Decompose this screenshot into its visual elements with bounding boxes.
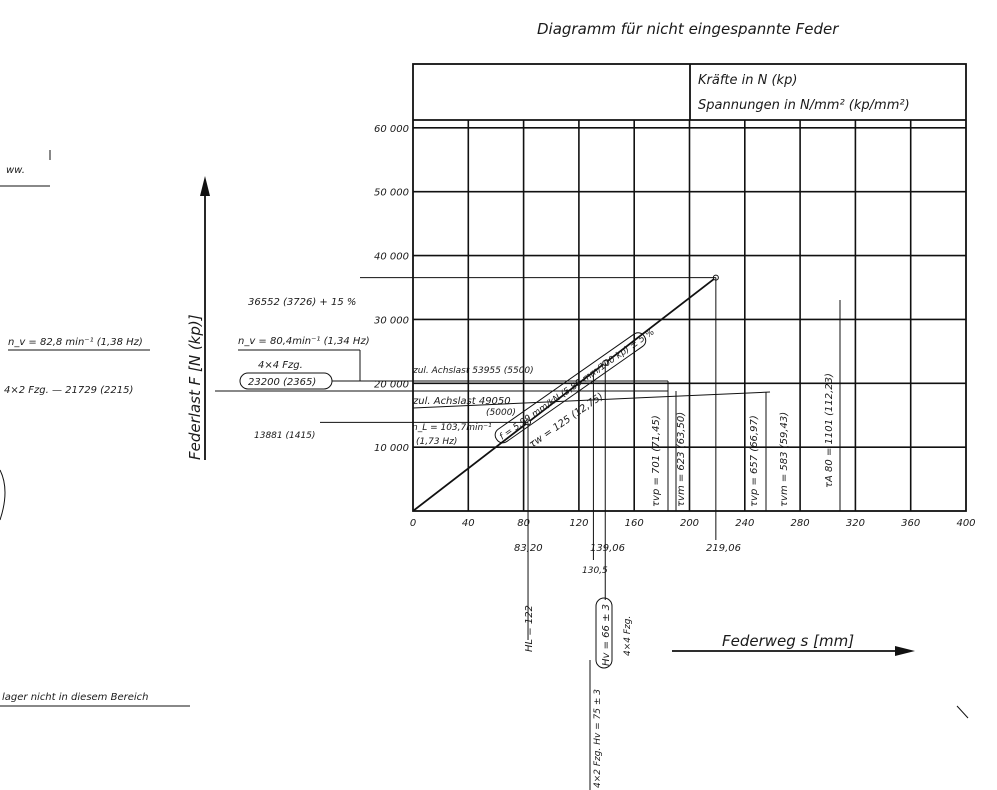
x-tick-label: 200 <box>680 518 699 529</box>
chart-title: Diagramm für nicht eingespannte Feder <box>537 20 839 38</box>
annot-hv-fzg: 4×4 Fzg. <box>623 616 633 656</box>
data-points <box>525 274 719 426</box>
y-axis-arrowhead <box>200 176 210 196</box>
annot-nv-4x2: n_v = 82,8 min⁻¹ (1,38 Hz) <box>8 337 143 348</box>
x-tick-label: 400 <box>956 518 975 529</box>
annot-s-vp2: τvp = 657 (66,97) <box>749 415 760 507</box>
y-tick-label: 10 000 <box>374 443 409 454</box>
annot-s-vm: τvm = 623 (63,50) <box>676 412 687 507</box>
annot-load-low: 13881 (1415) <box>254 431 315 441</box>
legend-line-forces: Kräfte in N (kp) <box>698 73 797 88</box>
annot-rate: f = 5,99 mm/kN (5,88 mm/100 kp) ± 5 % <box>498 327 657 442</box>
y-axis-label: Federlast F [N (kp)] <box>186 314 204 460</box>
annot-hv2: 4×2 Fzg. Hv = 75 ± 3 <box>593 689 603 788</box>
annot-hv: Hv = 66 ± 3 <box>601 604 612 666</box>
grid <box>413 120 966 511</box>
rate-oval <box>494 332 647 444</box>
annot-nl-line1: n_L = 103,7min⁻¹ <box>412 423 492 433</box>
x-axis-label: Federweg s [mm] <box>722 632 854 650</box>
x-tick-label: 360 <box>901 518 920 529</box>
y-tick-label: 60 000 <box>374 124 409 135</box>
annot-achslast2-kp: (5000) <box>486 408 516 418</box>
x-tick-label: 240 <box>735 518 754 529</box>
annot-achslast1: zul. Achslast 53955 (5500) <box>412 366 534 376</box>
annot-load-4x2: 4×2 Fzg. — 21729 (2215) <box>4 385 133 396</box>
x-tick-label: 0 <box>410 518 416 529</box>
x-tick-label: 40 <box>462 518 475 529</box>
x-tick-label: 80 <box>517 518 530 529</box>
y-tick-label: 50 000 <box>374 188 409 199</box>
annot-s-vm2: τvm = 583 (59,43) <box>779 412 790 507</box>
x-axis-arrowhead <box>895 646 915 656</box>
annot-x-139: 139,06 <box>590 543 625 554</box>
y-tick-label: 40 000 <box>374 252 409 263</box>
y-tick-label: 20 000 <box>374 379 409 390</box>
annot-x-130: 130,5 <box>582 566 608 576</box>
annot-fzg-4x4: 4×4 Fzg. <box>258 360 303 371</box>
tick-labels: 0 40 80 120 160 200 240 280 320 360 400 10 000 20 00… <box>374 124 976 529</box>
x-tick-label: 160 <box>625 518 644 529</box>
annot-top-point: 36552 (3726) + 15 % <box>248 297 356 308</box>
y-tick-label: 30 000 <box>374 315 409 326</box>
load-4x4-oval <box>239 372 333 390</box>
stray-mark <box>956 705 969 719</box>
left-fragment-curve <box>0 469 6 521</box>
x-tick-label: 320 <box>846 518 865 529</box>
annot-x-83: 83,20 <box>514 543 543 554</box>
hv-oval <box>595 597 613 669</box>
left-fragment-bottom: lager nicht in diesem Bereich <box>2 692 149 703</box>
annot-s-a80: τA 80 = 1101 (112,23) <box>824 373 835 488</box>
series-line <box>412 276 717 512</box>
annot-x-219: 219,06 <box>706 543 741 554</box>
annot-load-4x4: 23200 (2365) <box>248 377 316 388</box>
annot-s-vp: τvp = 701 (71,45) <box>651 415 662 507</box>
left-fragment-ww: ww. <box>6 165 25 176</box>
x-tick-label: 120 <box>569 518 588 529</box>
annot-nl-line2: (1,73 Hz) <box>416 437 457 447</box>
annot-nv-4x4: n_v = 80,4min⁻¹ (1,34 Hz) <box>238 336 370 347</box>
annot-achslast2: zul. Achslast 49050 <box>412 396 511 407</box>
leader-achslast2 <box>412 391 771 409</box>
legend-line-stresses: Spannungen in N/mm² (kp/mm²) <box>698 98 910 113</box>
leader-lines <box>215 277 841 790</box>
annot-hl: HL = 122 <box>524 605 535 652</box>
x-tick-label: 280 <box>791 518 810 529</box>
